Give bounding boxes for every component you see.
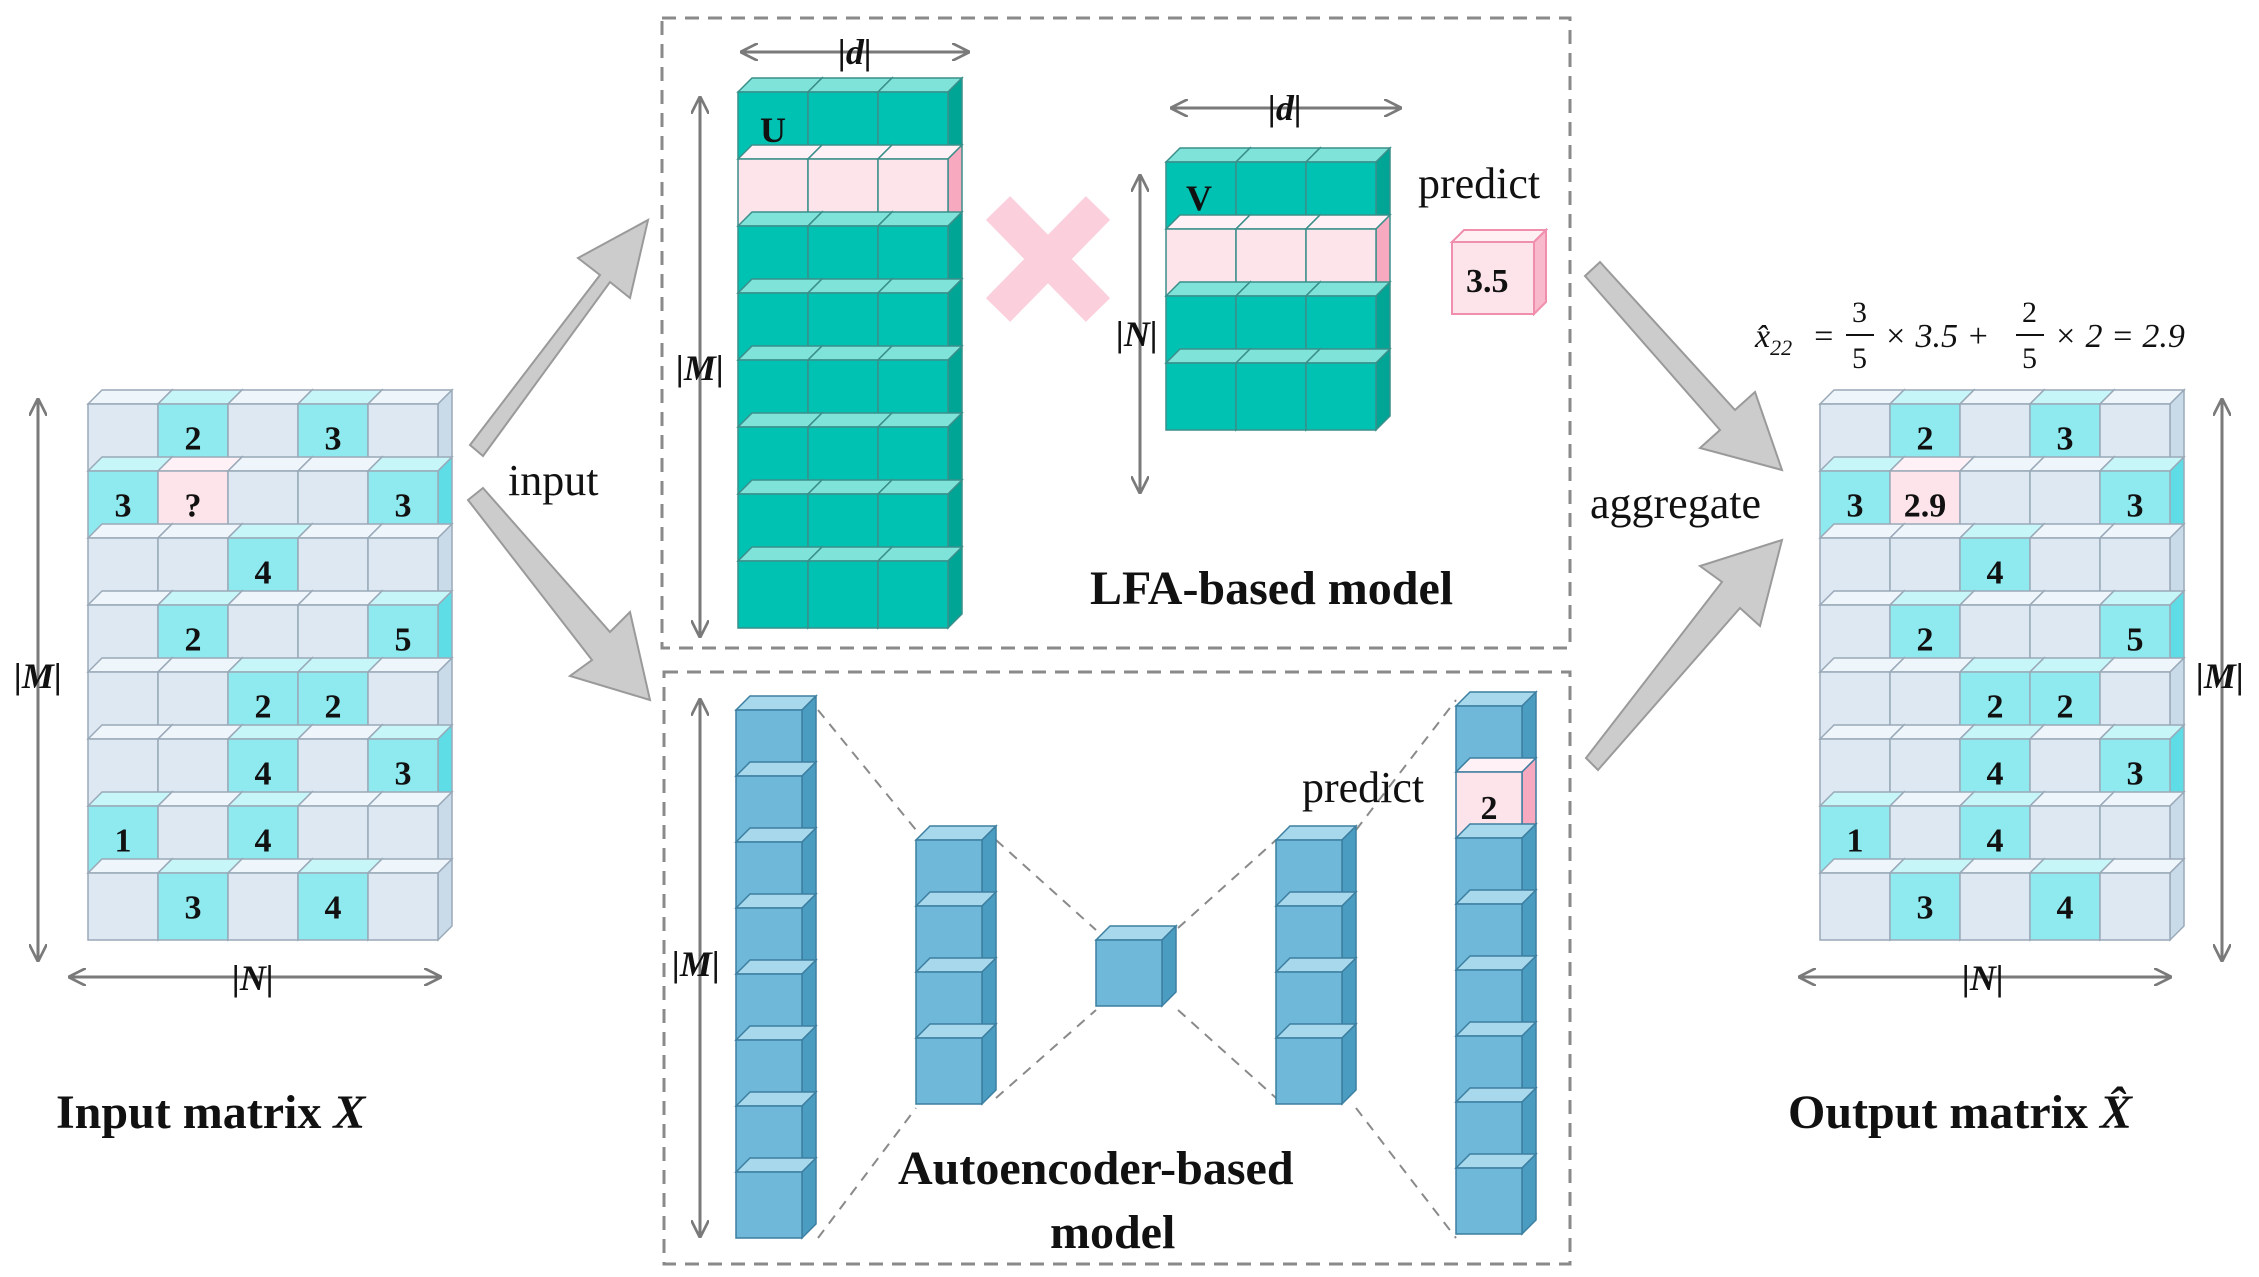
input-matrix-cell-value: 2 [185,421,202,458]
input-matrix-cell-value: 2 [185,622,202,659]
input-matrix-cell-value: 3 [395,756,412,793]
input-matrix-cell-value: 3 [325,421,342,458]
output-cols-dimension-label: |N| [1962,958,2004,998]
output-matrix: 2 3 3 2.9 3 4 2 5 2 2 4 3 1 4 3 4 [1818,388,2186,942]
formula-frac2-denominator: 5 [2022,342,2037,375]
lfa-predict-label: predict [1418,159,1540,208]
output-rows-dimension-label: |M| [2196,656,2244,696]
autoencoder-model-box [662,670,1572,1266]
lfa-u-cell [876,411,964,496]
lfa-predicted-cube [1449,227,1549,317]
lfa-model-title: LFA-based model [1090,562,1453,615]
lfa-v-cell [1304,347,1392,432]
ae-hidden2-layer-unit [1274,1022,1358,1106]
output-matrix-title-text: Output matrix [1788,1086,2088,1139]
ae-output-layer-unit [1454,1152,1538,1236]
lfa-u-side-dimension-label: |M| [676,348,724,388]
input-flow-label: input [508,456,598,505]
lfa-predicted-value: 3.5 [1466,263,1509,300]
output-matrix-cell-value: 3 [2127,488,2144,525]
multiply-cross-icon [985,196,1111,322]
aggregate-flow-label: aggregate [1590,479,1761,528]
lfa-v-top-dimension-label: |d| [1268,88,1302,128]
arrow-lfa-to-output [1583,260,1784,472]
lfa-v-matrix [1164,146,1392,432]
input-matrix-cell-value: 4 [255,823,272,860]
input-matrix-symbol: X [331,1086,366,1139]
formula-frac1-denominator: 5 [1852,342,1867,375]
input-matrix-cell-value: 3 [115,488,132,525]
ae-predict-label: predict [1302,763,1424,812]
output-matrix-cell-value: 4 [1987,756,2004,793]
ae-predicted-value: 2 [1481,790,1498,827]
aggregation-formula: x̂22 = 3 5 × 3.5 + 2 5 × 2 = 2.9 [1754,296,2185,375]
input-cols-dimension-label: |N| [232,958,274,998]
input-matrix: 2 3 3? 3 4 2 5 2 2 4 3 1 4 3 4 [86,388,454,942]
lfa-u-label: U [760,110,786,150]
autoencoder-layers: 2 [734,690,1538,1240]
output-matrix-cell [2098,857,2186,942]
ae-hidden1-layer-unit [914,1022,998,1106]
lfa-u-cell [736,545,824,630]
output-matrix-cell-value: 1 [1847,823,1864,860]
input-matrix-cell-value: 1 [115,823,132,860]
output-matrix-cell-value: 3 [1847,488,1864,525]
input-matrix-cell [226,857,314,942]
input-matrix-cell-value: 3 [395,488,412,525]
formula-lhs: x̂22 [1754,318,1792,360]
output-matrix-symbol: X̂ [2098,1085,2133,1139]
output-matrix-cell-value: 4 [1987,823,2004,860]
ae-output-layer-unit [1454,756,1538,840]
lfa-v-label: V [1186,178,1212,218]
formula-equals: = [1812,318,1835,355]
arrow-autoencoder-to-output [1584,538,1784,772]
ae-model-title-line1: Autoencoder-based [898,1142,1294,1195]
output-matrix-cell-value: 4 [1987,555,2004,592]
input-matrix-cell-value: 4 [325,890,342,927]
lfa-model-box [660,16,1572,650]
lfa-u-matrix [736,76,964,630]
output-matrix-cell-value: 2.9 [1904,488,1947,525]
ae-input-layer-unit [734,1156,818,1240]
arrow-input-to-lfa [468,218,650,458]
input-matrix-title-text: Input matrix [56,1086,321,1139]
input-matrix-cell [366,857,454,942]
ae-model-title-line2: model [1050,1206,1175,1259]
lfa-u-top-dimension-label: |d| [838,32,872,72]
output-matrix-cell-value: 2 [1917,622,1934,659]
input-matrix-cell-value: 4 [255,756,272,793]
input-matrix-cell-value: 4 [255,555,272,592]
output-matrix-cell-value: 2 [1987,689,2004,726]
formula-frac2-numerator: 2 [2022,296,2037,329]
output-matrix-cell-value: 2 [1917,421,1934,458]
autoencoder-connector-lines [817,699,1457,1239]
input-matrix-cell-value: 2 [325,689,342,726]
formula-term2: × 2 = 2.9 [2054,318,2185,355]
output-matrix-cell-value: 3 [2127,756,2144,793]
formula-frac1-numerator: 3 [1852,296,1867,329]
lfa-v-side-dimension-label: |N| [1116,314,1158,354]
ae-bottleneck-layer-unit [1094,924,1178,1008]
input-matrix-cell-value: 5 [395,622,412,659]
input-rows-dimension-label: |M| [14,656,62,696]
input-matrix-cell-value: 2 [255,689,272,726]
output-matrix-cell-value: 2 [2057,689,2074,726]
output-matrix-cell-value: 4 [2057,890,2074,927]
ae-side-dimension-label: |M| [672,944,720,984]
formula-lhs-symbol: x̂ [1754,318,1770,355]
input-matrix-cell-value: ? [185,488,202,525]
output-matrix-cell-value: 3 [1917,890,1934,927]
lfa-u-cell [876,545,964,630]
arrow-input-to-autoencoder [466,486,652,702]
input-matrix-cell-value: 3 [185,890,202,927]
output-matrix-cell-value: 3 [2057,421,2074,458]
formula-term1: × 3.5 + [1884,318,1989,355]
formula-lhs-subscript: 22 [1770,335,1792,360]
output-matrix-cell-value: 5 [2127,622,2144,659]
